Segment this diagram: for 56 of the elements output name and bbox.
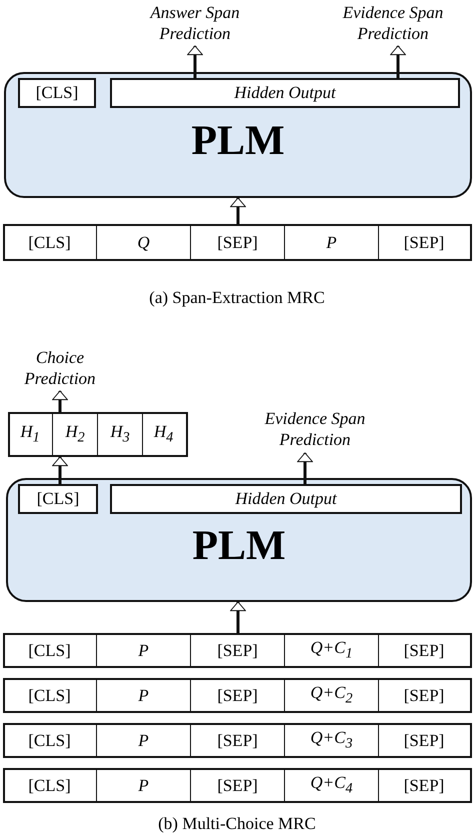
model-box <box>4 72 472 198</box>
token-cell: [CLS] <box>3 635 97 666</box>
token-cell: [CLS] <box>3 680 97 711</box>
token-cell: H$_{1}$ <box>8 414 53 455</box>
token-cell: [CLS] <box>3 770 97 801</box>
arrow <box>52 456 68 484</box>
token-cell: [SEP] <box>379 226 469 259</box>
arrow <box>297 452 313 484</box>
output-label: Evidence Span Prediction <box>235 405 395 453</box>
arrow <box>230 198 246 224</box>
token-row <box>3 224 472 261</box>
model-title: PLM <box>191 522 287 571</box>
hidden-state-bar: Hidden Output <box>110 484 462 514</box>
token-cell: P <box>97 770 191 801</box>
model-title: PLM <box>190 117 286 166</box>
arrow <box>187 46 203 78</box>
arrow <box>230 602 246 633</box>
figure-caption: (b) Multi-Choice MRC <box>157 814 317 834</box>
token-cell: P <box>97 680 191 711</box>
token-cell: [SEP] <box>191 635 285 666</box>
token-cell: P <box>97 635 191 666</box>
arrow <box>390 46 406 78</box>
token-cell: [CLS] <box>3 725 97 756</box>
cls-token-box: [CLS] <box>18 78 96 108</box>
token-cell: [SEP] <box>379 635 469 666</box>
token-cell: H$_{3}$ <box>98 414 143 455</box>
token-cell: P <box>285 226 379 259</box>
cls-token-box: [CLS] <box>18 484 98 514</box>
token-cell: [SEP] <box>379 680 469 711</box>
token-cell: [SEP] <box>379 725 469 756</box>
figure-caption: (a) Span-Extraction MRC <box>148 288 326 308</box>
arrow <box>52 390 68 412</box>
token-cell: [SEP] <box>191 680 285 711</box>
token-cell: H$_{2}$ <box>53 414 98 455</box>
token-row <box>3 723 472 758</box>
token-row <box>3 768 472 803</box>
token-row <box>3 678 472 713</box>
token-row <box>8 412 188 457</box>
output-label: Choice Prediction <box>5 345 115 391</box>
token-cell: [CLS] <box>3 226 97 259</box>
token-cell: Q+C$_{3}$ <box>285 725 379 756</box>
model-box <box>6 478 472 602</box>
token-cell: H$_{4}$ <box>143 414 184 455</box>
token-row <box>3 633 472 668</box>
token-cell: Q <box>97 226 191 259</box>
token-cell: [SEP] <box>191 226 285 259</box>
output-label: Evidence Span Prediction <box>318 0 468 46</box>
token-cell: Q+C$_{4}$ <box>285 770 379 801</box>
token-cell: P <box>97 725 191 756</box>
hidden-state-bar: Hidden Output <box>110 78 460 108</box>
token-cell: [SEP] <box>379 770 469 801</box>
token-cell: Q+C$_{1}$ <box>285 635 379 666</box>
token-cell: [SEP] <box>191 725 285 756</box>
token-cell: [SEP] <box>191 770 285 801</box>
token-cell: Q+C$_{2}$ <box>285 680 379 711</box>
output-label: Answer Span Prediction <box>120 0 270 46</box>
